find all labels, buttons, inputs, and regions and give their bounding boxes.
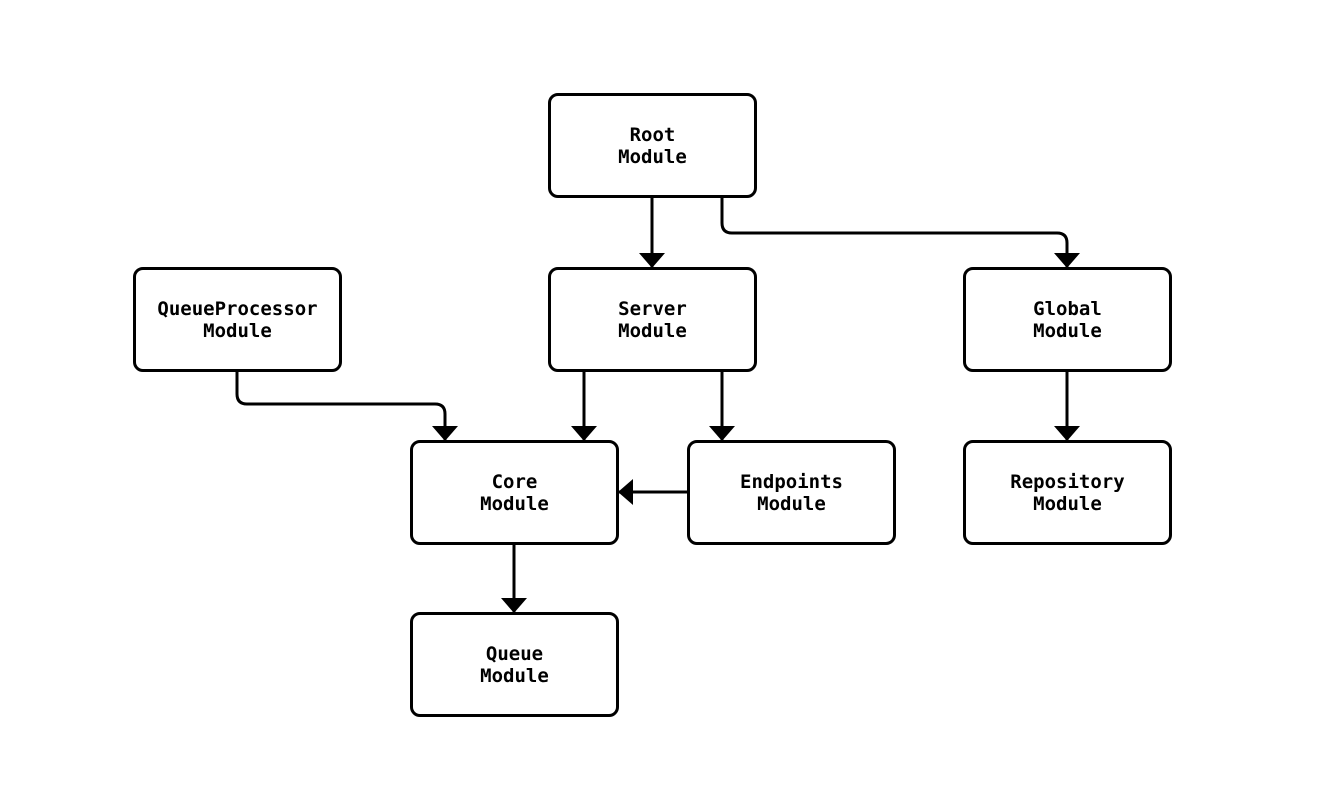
node-label-line: Module	[480, 492, 549, 515]
edge-root-module-to-global-module	[720, 198, 1080, 268]
node-label-line: Module	[1033, 492, 1102, 515]
node-label-line: Module	[1033, 319, 1102, 342]
node-label-line: Module	[203, 319, 272, 342]
node-label-line: Module	[618, 145, 687, 168]
node-label-line: Core	[491, 470, 538, 493]
node-label-line: Endpoints	[740, 470, 843, 493]
node-label-line: Module	[618, 319, 687, 342]
node-label-line: Server	[618, 297, 687, 320]
node-label-line: Module	[480, 664, 549, 687]
node-label-line: Root	[629, 123, 676, 146]
node-label-line: Repository	[1010, 470, 1125, 493]
edge-queueprocessor-module-to-core-module	[235, 372, 458, 441]
node-label-line: Module	[757, 492, 826, 515]
edges-group	[235, 198, 1080, 613]
node-label-line: Global	[1033, 297, 1102, 320]
node-label-line: Queue	[485, 642, 544, 665]
node-label-line: QueueProcessor	[157, 297, 318, 320]
